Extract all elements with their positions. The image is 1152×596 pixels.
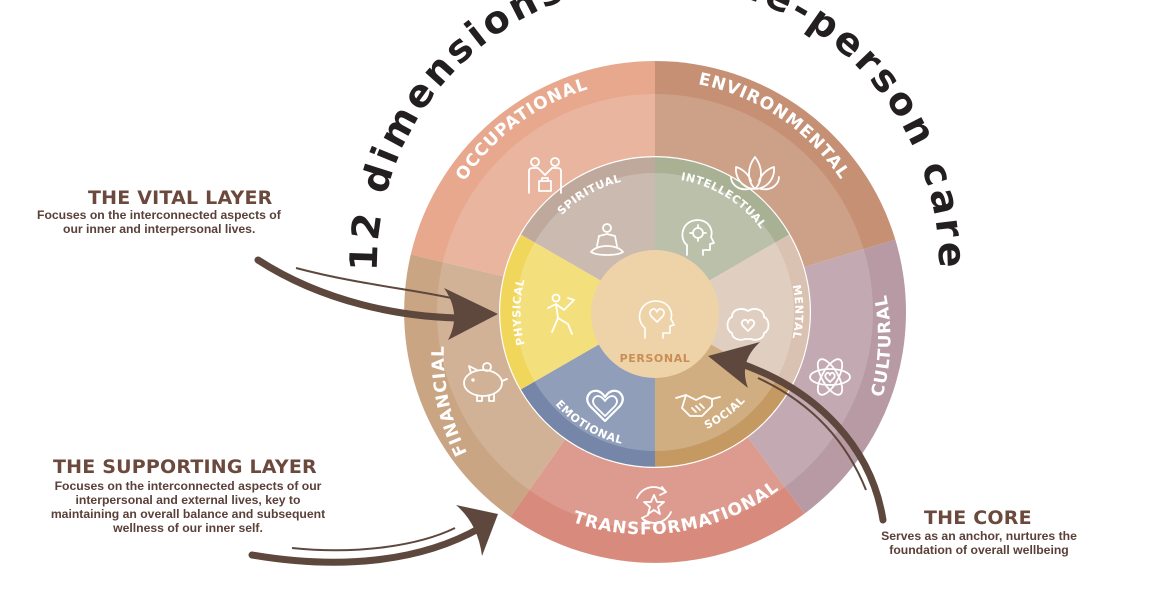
lotus-icon [730,156,780,191]
business-handshake-icon [528,157,562,194]
label-personal: PERSONAL [620,352,691,365]
brain-heart-icon [726,308,770,341]
supporting-layer-description: Focuses on the interconnected aspects of… [50,479,326,535]
sector-mental[interactable] [655,234,810,390]
heart-icon [586,389,624,423]
piggy-bank-icon [463,362,508,402]
sector-physical[interactable] [500,234,655,390]
core-arrow [708,342,887,524]
supporting-layer-arrow [248,505,498,566]
head-heart-icon [638,300,675,339]
vital-layer-description: Focuses on the interconnected aspects of… [37,208,281,236]
handshake-icon [675,394,721,417]
vital-layer-title: THE VITAL LAYER [88,187,273,209]
star-cycle-icon [636,486,672,524]
core-title: THE CORE [924,507,1032,529]
core-description: Serves as an anchor, nurtures the founda… [881,529,1077,557]
label-mental: MENTAL [790,284,806,341]
atom-heart-icon [809,358,851,396]
head-gear-icon [681,219,715,256]
meditation-icon [590,223,624,256]
core-circle[interactable] [591,250,719,378]
stretching-person-icon [547,293,575,335]
supporting-layer-title: THE SUPPORTING LAYER [53,456,317,478]
vital-layer-arrow [254,256,498,340]
label-physical: PHYSICAL [510,277,527,347]
